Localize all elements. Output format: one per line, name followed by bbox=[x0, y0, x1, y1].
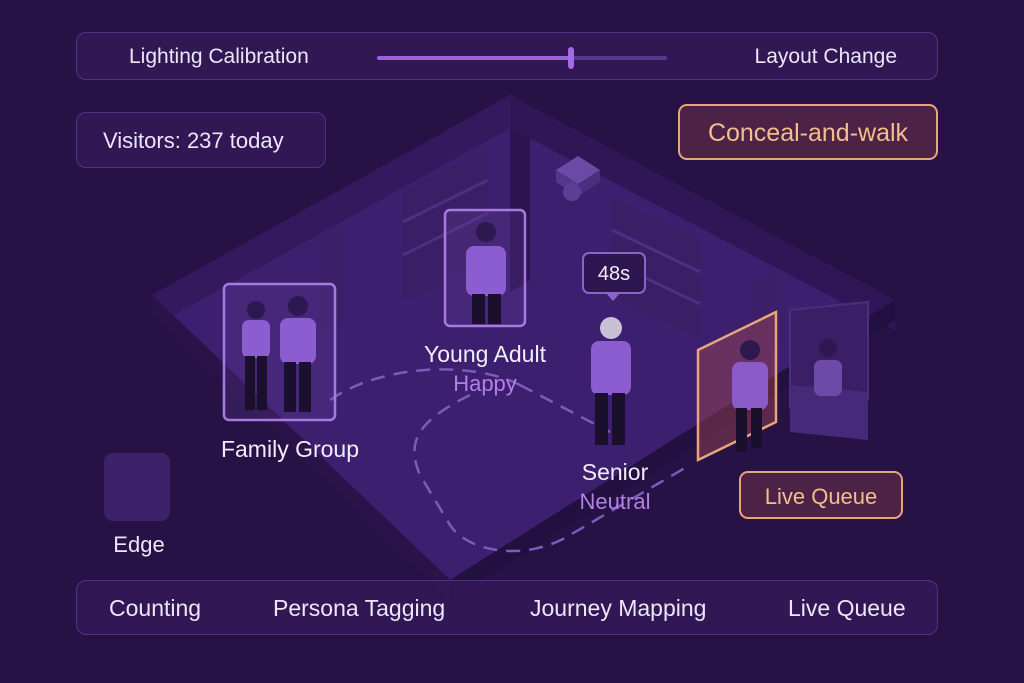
layout-change-label: Layout Change bbox=[754, 45, 897, 68]
family-group-label: Family Group bbox=[220, 436, 360, 462]
tab-counting[interactable]: Counting bbox=[109, 595, 202, 621]
tab-persona-tagging[interactable]: Persona Tagging bbox=[273, 595, 446, 621]
floor-edge-right bbox=[450, 300, 895, 600]
back-wall-left bbox=[152, 95, 510, 318]
family-figures bbox=[242, 296, 316, 412]
tab-journey-mapping[interactable]: Journey Mapping bbox=[530, 595, 707, 621]
family-detection-box[interactable] bbox=[222, 282, 337, 422]
live-queue-badge-label: Live Queue bbox=[764, 484, 878, 509]
conceal-alert-label: Conceal-and-walk bbox=[707, 119, 909, 147]
top-control-bar: Lighting Calibration Layout Change bbox=[76, 32, 938, 80]
slider-fill bbox=[377, 56, 572, 60]
edge-device-tile[interactable] bbox=[104, 453, 170, 521]
senior-mood: Neutral bbox=[579, 489, 651, 514]
bottom-feature-bar: Counting Persona Tagging Journey Mapping… bbox=[76, 580, 938, 635]
tab-live-queue[interactable]: Live Queue bbox=[788, 595, 906, 621]
lighting-calibration-label: Lighting Calibration bbox=[129, 45, 309, 68]
back-wall-right bbox=[510, 95, 895, 330]
pillar-right bbox=[752, 270, 782, 355]
edge-label: Edge bbox=[113, 532, 165, 557]
young-adult-mood: Happy bbox=[453, 371, 517, 396]
visitor-counter: Visitors: 237 today bbox=[76, 112, 326, 168]
conceal-alert-badge[interactable]: Conceal-and-walk bbox=[678, 104, 938, 160]
floor-edge bbox=[152, 295, 450, 600]
cashier-figure bbox=[814, 339, 842, 396]
calibration-slider[interactable] bbox=[377, 47, 667, 69]
pillar bbox=[318, 225, 346, 330]
conceal-figure bbox=[732, 340, 768, 452]
slider-thumb[interactable] bbox=[568, 47, 575, 69]
camera-icon bbox=[556, 156, 600, 201]
young-adult-figure bbox=[466, 222, 506, 324]
dwell-timer-label: 48s bbox=[597, 263, 631, 285]
dwell-timer-bubble: 48s bbox=[582, 252, 646, 301]
live-queue-badge[interactable]: Live Queue bbox=[739, 471, 903, 519]
young-adult-label: Young Adult bbox=[424, 341, 546, 367]
senior-figure bbox=[591, 317, 631, 445]
journey-path bbox=[329, 368, 691, 553]
senior-label: Senior bbox=[581, 459, 649, 485]
visitor-count-label: Visitors: 237 today bbox=[103, 128, 284, 153]
